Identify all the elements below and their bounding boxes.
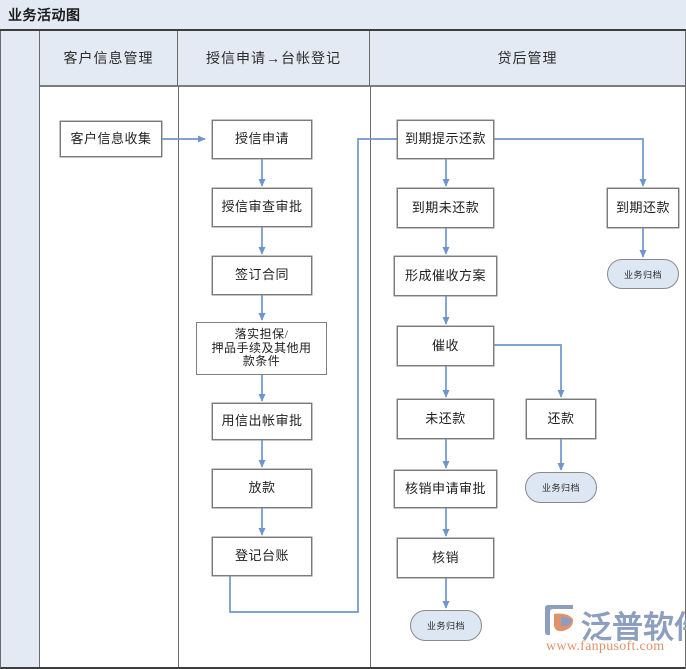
node-label: 放款	[248, 480, 276, 496]
terminator-archive-repaid[interactable]: 业务归档	[525, 472, 597, 503]
node-credit-application[interactable]: 授信申请	[212, 120, 312, 159]
brand-url: www.fanpusoft.com	[546, 639, 665, 654]
node-not-repaid[interactable]: 未还款	[397, 399, 494, 439]
brand-name: 泛普软件	[581, 610, 686, 646]
terminator-label: 业务归档	[426, 621, 465, 631]
node-form-collection-plan[interactable]: 形成催收方案	[394, 256, 497, 296]
terminator-archive-writeoff[interactable]: 业务归档	[410, 610, 482, 641]
node-label: 用信出帐审批	[221, 413, 303, 429]
column-divider-2	[178, 87, 179, 667]
node-label: 未还款	[425, 410, 466, 426]
node-label: 还款	[547, 410, 575, 426]
node-label: 授信申请	[234, 131, 289, 147]
column-header-label: 授信申请→台帐登记	[206, 52, 341, 67]
node-disbursement[interactable]: 放款	[212, 469, 312, 508]
node-label: 核销申请审批	[404, 480, 486, 496]
terminator-archive-due-repaid[interactable]: 业务归档	[607, 259, 679, 289]
node-label: 到期还款	[615, 199, 670, 215]
node-due-repaid[interactable]: 到期还款	[607, 188, 679, 228]
node-label: 签订合同	[234, 267, 289, 283]
node-repaid[interactable]: 还款	[526, 399, 596, 439]
node-label: 形成催收方案	[404, 267, 486, 283]
node-credit-review-approval[interactable]: 授信审查审批	[212, 188, 312, 227]
node-due-unpaid[interactable]: 到期未还款	[397, 188, 494, 228]
node-label: 授信审查审批	[221, 199, 303, 215]
column-header-label: 客户信息管理	[63, 52, 154, 67]
terminator-label: 业务归档	[623, 269, 662, 280]
node-due-reminder[interactable]: 到期提示还款	[397, 120, 494, 159]
node-writeoff[interactable]: 核销	[397, 538, 494, 578]
node-sign-contract[interactable]: 签订合同	[212, 256, 312, 295]
column-divider-3	[370, 87, 371, 667]
node-label: 登记台账	[234, 548, 289, 564]
node-label: 客户信息收集	[70, 130, 152, 146]
node-label: 到期未还款	[411, 199, 480, 215]
node-label: 落实担保/ 押品手续及其他用 款条件	[211, 326, 312, 369]
column-header-credit-application: 授信申请→台帐登记	[178, 31, 370, 87]
column-header-customer-info: 客户信息管理	[40, 31, 178, 87]
node-writeoff-application[interactable]: 核销申请审批	[394, 470, 497, 508]
fanpu-logo-icon	[545, 605, 574, 635]
node-collection[interactable]: 催收	[397, 326, 494, 366]
brand-logo: 泛普软件 www.fanpusoft.com	[543, 602, 686, 662]
column-header-post-loan: 贷后管理	[370, 31, 685, 87]
node-register-ledger[interactable]: 登记台账	[212, 537, 312, 576]
node-label: 到期提示还款	[404, 131, 486, 147]
left-spacer-column	[1, 31, 40, 667]
node-collateral-procedures[interactable]: 落实担保/ 押品手续及其他用 款条件	[196, 322, 327, 375]
node-label: 核销	[431, 549, 459, 565]
node-customer-info-collect[interactable]: 客户信息收集	[60, 121, 162, 157]
title-bar: 业务活动图	[0, 0, 686, 31]
column-header-label: 贷后管理	[497, 52, 558, 67]
page-title: 业务活动图	[8, 9, 81, 24]
node-credit-use-approval[interactable]: 用信出帐审批	[212, 403, 312, 440]
node-label: 催收	[431, 337, 459, 353]
terminator-label: 业务归档	[541, 483, 580, 493]
